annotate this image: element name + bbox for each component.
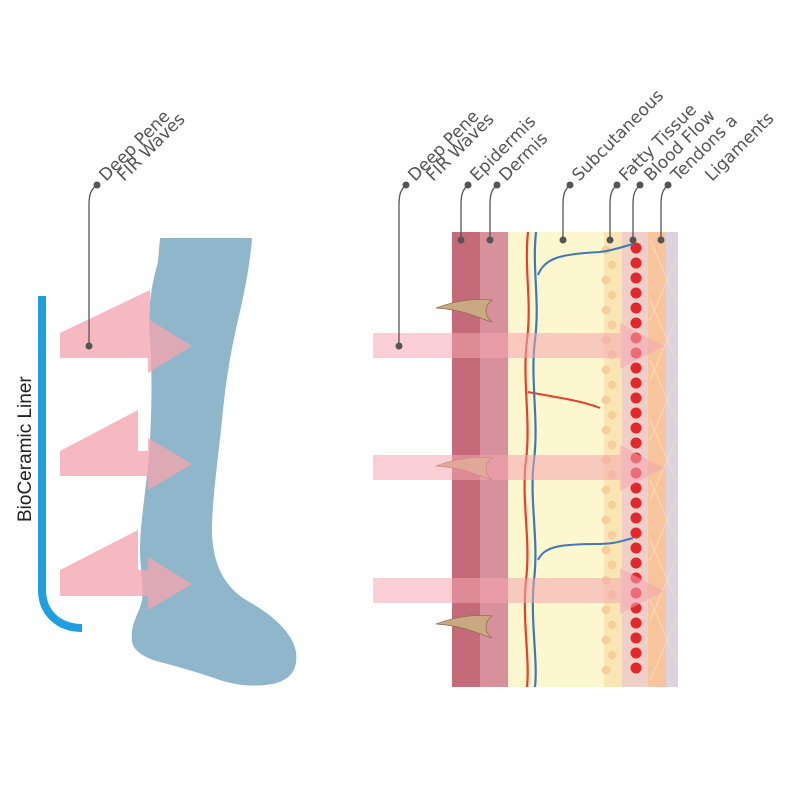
blood-cell bbox=[630, 482, 642, 494]
blood-cell bbox=[630, 527, 642, 539]
blood-cell bbox=[630, 272, 642, 284]
ligament-layer bbox=[666, 232, 678, 687]
fat-cell bbox=[601, 395, 611, 405]
fat-cell bbox=[601, 365, 611, 375]
fat-cell bbox=[601, 665, 611, 675]
right-arrow-1 bbox=[373, 323, 664, 369]
fat-cell bbox=[607, 260, 617, 270]
blood-cell bbox=[630, 662, 642, 674]
tendon-fibers bbox=[649, 239, 677, 681]
fat-cell bbox=[601, 485, 611, 495]
blood-cell bbox=[630, 317, 642, 329]
fat-cell bbox=[601, 305, 611, 315]
blood-cell bbox=[630, 287, 642, 299]
right-panel: Deep Pene FIR Waves Epidermis Dermis Sub… bbox=[373, 86, 778, 688]
fat-cell bbox=[607, 620, 617, 630]
blood-cell bbox=[630, 392, 642, 404]
left-callout-dot-bottom bbox=[85, 342, 93, 350]
fat-cell bbox=[607, 500, 617, 510]
left-arrow-1 bbox=[60, 290, 192, 373]
liner-label: BioCeramic Liner bbox=[15, 376, 36, 522]
blood-cell bbox=[630, 407, 642, 419]
right-callout-dots bbox=[395, 181, 672, 350]
left-arrow-2 bbox=[60, 410, 192, 490]
blood-cell bbox=[630, 512, 642, 524]
fat-cell bbox=[601, 605, 611, 615]
vein-branch-bottom bbox=[537, 537, 634, 561]
left-arrow-3 bbox=[60, 530, 192, 610]
fat-cell bbox=[607, 290, 617, 300]
fat-cell bbox=[601, 425, 611, 435]
vein-branch-top bbox=[537, 243, 634, 276]
left-callout-dot-top bbox=[93, 181, 101, 189]
blood-cell bbox=[630, 647, 642, 659]
blood-cell bbox=[630, 437, 642, 449]
left-panel: Deep Pene FIR Waves BioCeramic Liner bbox=[15, 107, 297, 686]
fat-cell bbox=[601, 545, 611, 555]
fat-cell bbox=[607, 440, 617, 450]
blood-cell bbox=[630, 242, 642, 254]
right-arrow-2 bbox=[373, 445, 664, 491]
blood-cell bbox=[630, 377, 642, 389]
right-arrow-3 bbox=[373, 568, 664, 614]
blood-cell bbox=[630, 422, 642, 434]
blood-cell bbox=[630, 632, 642, 644]
fat-cell bbox=[607, 530, 617, 540]
blood-cell bbox=[630, 497, 642, 509]
fat-cell bbox=[607, 380, 617, 390]
blood-cell bbox=[630, 557, 642, 569]
fat-cell bbox=[607, 320, 617, 330]
fat-cell bbox=[607, 560, 617, 570]
fat-cell bbox=[607, 410, 617, 420]
blood-cell bbox=[630, 542, 642, 554]
blood-cell bbox=[630, 362, 642, 374]
fat-cell bbox=[601, 515, 611, 525]
fat-cell bbox=[601, 275, 611, 285]
hair-follicle-3 bbox=[435, 615, 493, 639]
fat-cell bbox=[601, 635, 611, 645]
fat-cell bbox=[607, 650, 617, 660]
bioceramic-liner bbox=[38, 296, 83, 632]
blood-cell bbox=[630, 302, 642, 314]
blood-cell bbox=[630, 617, 642, 629]
blood-cell bbox=[630, 257, 642, 269]
hair-follicle-1 bbox=[435, 299, 493, 323]
